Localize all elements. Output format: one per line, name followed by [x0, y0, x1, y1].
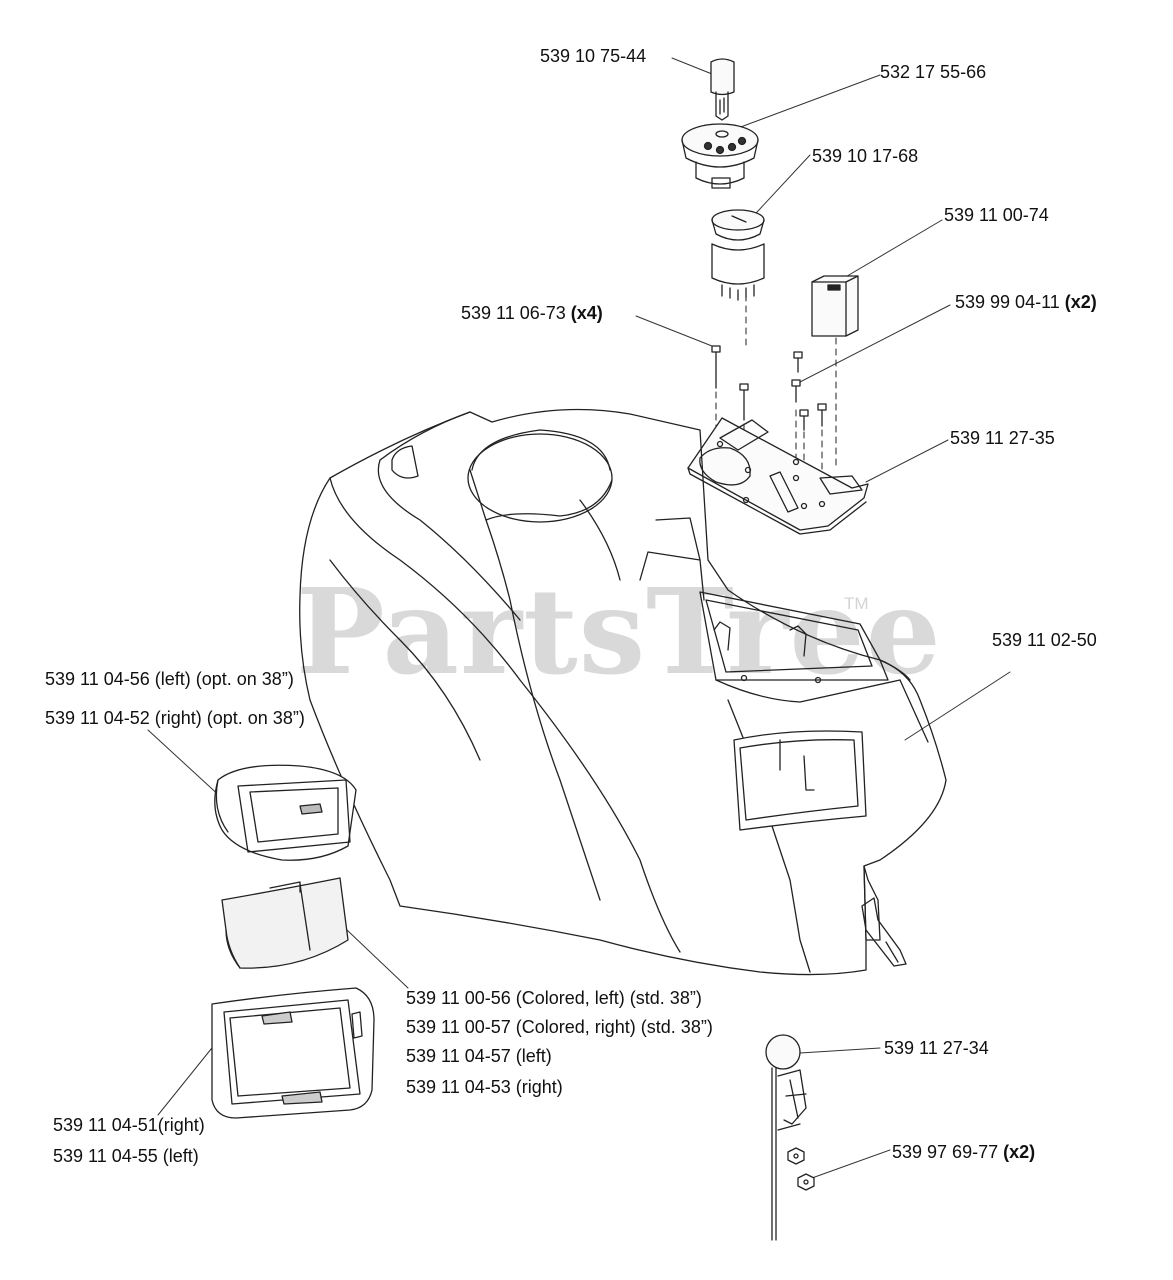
label-lens-4: 539 11 04-53 (right) [406, 1077, 563, 1097]
screws-part [711, 345, 827, 431]
label-lens-1: 539 11 00-56 (Colored, left) (std. 38”) [406, 988, 702, 1008]
part-number: 539 97 69-77 [892, 1142, 999, 1162]
headlight-part [214, 764, 357, 861]
label-plate: 539 11 27-35 [950, 428, 1055, 448]
trademark-mark: TM [844, 594, 869, 613]
label-key: 539 10 75-44 [540, 46, 647, 66]
part-number: 539 99 04-11 [955, 292, 1060, 312]
bezel-part [211, 987, 375, 1119]
label-pto-switch: 539 10 17-68 [812, 146, 919, 166]
ignition-switch-part [681, 123, 759, 189]
label-lens-2: 539 11 00-57 (Colored, right) (std. 38”) [406, 1017, 713, 1037]
dash-plate-part [687, 417, 869, 535]
nuts-part [787, 1147, 815, 1191]
label-ignition-switch: 532 17 55-66 [880, 62, 987, 82]
label-light-right: 539 11 04-52 (right) (opt. on 38”) [45, 708, 305, 728]
label-knob: 539 11 27-34 [884, 1038, 989, 1058]
pto-switch-part [711, 209, 765, 301]
label-hood: 539 11 02-50 [992, 630, 1097, 650]
quantity: (x4) [570, 303, 603, 323]
quantity: (x2) [1064, 292, 1097, 312]
part-number: 539 11 06-73 [461, 303, 566, 323]
label-screws-2: 539 99 04-11 (x2) [955, 292, 1097, 312]
label-nut: 539 97 69-77 (x2) [892, 1142, 1035, 1162]
label-light-left: 539 11 04-56 (left) (opt. on 38”) [45, 669, 294, 689]
watermark: PartsTree [296, 562, 942, 701]
hour-meter-part [811, 275, 859, 337]
label-screws: 539 11 06-73 (x4) [461, 303, 603, 323]
lens-part [221, 877, 349, 969]
label-bezel-left: 539 11 04-55 (left) [53, 1146, 199, 1166]
quantity: (x2) [1003, 1142, 1036, 1162]
hood-part [299, 408, 947, 976]
knob-rod-part [765, 1034, 807, 1241]
key-part [710, 58, 735, 121]
label-hour-meter: 539 11 00-74 [944, 205, 1049, 225]
label-lens-3: 539 11 04-57 (left) [406, 1046, 552, 1066]
label-bezel-right: 539 11 04-51(right) [53, 1115, 205, 1135]
